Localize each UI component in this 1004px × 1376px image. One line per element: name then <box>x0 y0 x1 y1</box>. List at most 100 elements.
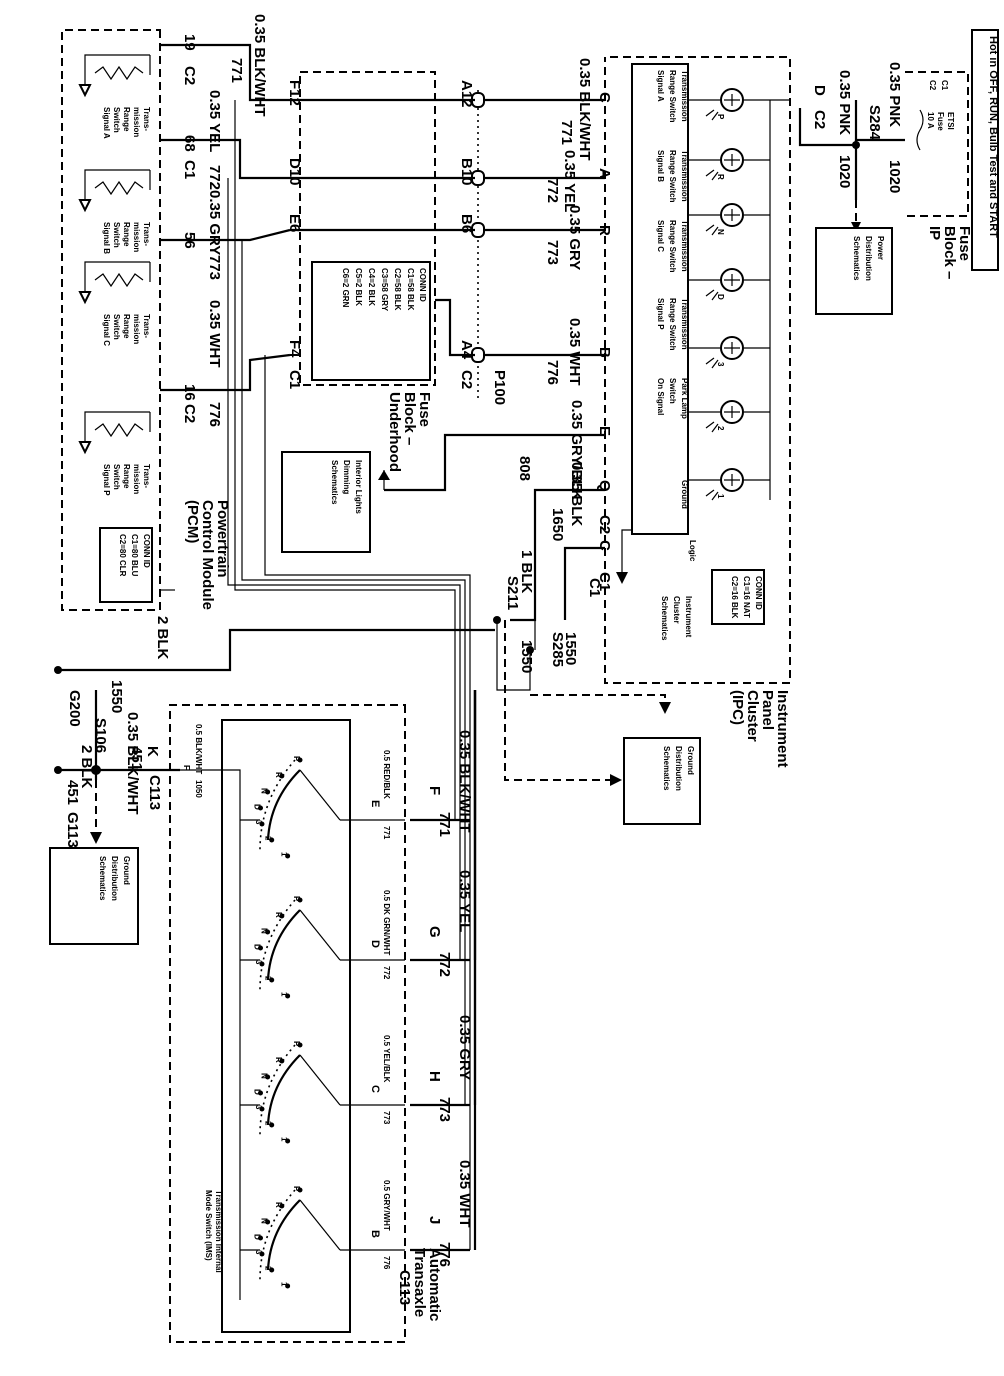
pcm-switch-label: Trans- <box>142 314 151 338</box>
wire-circuit-label: 773 <box>544 240 561 265</box>
svg-text:C1: C1 <box>586 578 603 597</box>
pcm-switch-label: mission <box>132 464 141 494</box>
pcm-switch-label: Switch <box>112 464 121 490</box>
pcm-conn-id-box <box>99 527 153 603</box>
svg-text:B6: B6 <box>458 214 475 233</box>
pcm-wire-circuit: 772 <box>206 165 223 190</box>
svg-text:G113: G113 <box>64 812 81 848</box>
ims-position-label: R <box>274 1202 283 1208</box>
pcm-switch-label: Trans- <box>142 107 151 131</box>
wire-circuit-label: 771 <box>558 120 575 145</box>
trans-wire-circuit: 772 <box>436 952 453 977</box>
ipc-signal-label: Transmission <box>680 298 689 350</box>
conn-id-row: C5=2 BLK <box>354 268 363 306</box>
fuse-block-ip-title-3: IP <box>926 226 943 240</box>
ims-contact-icon <box>299 769 341 821</box>
powertrain-control-module: Powertrain Control Module (PCM) Trans-mi… <box>61 29 303 611</box>
pcm-switch-label: Range <box>122 314 131 339</box>
svg-text:Instrument: Instrument <box>684 596 693 638</box>
ipc-signal-label: Range Switch <box>668 220 677 273</box>
lamp-label: 1 <box>716 494 725 499</box>
c113-pin: H <box>426 1071 443 1082</box>
ims-wire-circuit: 773 <box>382 1111 391 1125</box>
svg-text:F: F <box>182 765 191 770</box>
svg-text:D10: D10 <box>286 158 303 186</box>
feed-wire2-circuit: 1020 <box>836 155 853 188</box>
ims-position-label: 3 <box>254 1105 263 1110</box>
ims-position-label: 2 <box>264 976 273 981</box>
ipc-title-2: Panel <box>759 690 776 730</box>
pcm-wiring <box>54 43 671 786</box>
interior-lights-ref: Interior Lights Dimming Schematics <box>281 451 390 553</box>
pcm-wire-gauge: 0.35 WHT <box>206 300 223 368</box>
svg-text:C1=16 NAT: C1=16 NAT <box>742 576 751 618</box>
svg-text:C2=80 CLR: C2=80 CLR <box>118 534 127 577</box>
ims-position-label: 2 <box>264 1121 273 1126</box>
svg-text:Distribution: Distribution <box>864 236 873 281</box>
power-feed: 0.35 PNK 1020 0.35 PNK 1020 S284 D C2 <box>798 62 905 200</box>
wire-gauge-label: 0.35 WHT <box>566 318 583 386</box>
svg-text:CONN ID: CONN ID <box>418 268 427 302</box>
svg-text:Power: Power <box>876 236 885 260</box>
splice-s284: S284 <box>866 105 883 141</box>
svg-text:E: E <box>596 426 613 436</box>
feed-wire2-gauge: 0.35 PNK <box>836 70 853 135</box>
ipc-signal-label: Signal P <box>656 298 665 330</box>
svg-text:C2: C2 <box>181 66 198 85</box>
ipc-signal-label: Range Switch <box>668 150 677 203</box>
ims-contact-icon <box>299 1199 341 1251</box>
svg-text:Schematics: Schematics <box>98 856 107 901</box>
svg-text:Distribution: Distribution <box>110 856 119 901</box>
ims-position-label: N <box>260 928 269 934</box>
ims-position-label: R <box>274 1057 283 1063</box>
feed-wire1-gauge: 0.35 PNK <box>886 62 903 127</box>
wire-gauge-label: 0.35 BLK <box>568 462 585 526</box>
resistor-icon <box>94 180 144 196</box>
fuse-block-ip-title-1: Fuse <box>956 226 973 261</box>
ims-position-label: R <box>274 912 283 918</box>
ipc-wiring <box>384 98 605 622</box>
pcm-wire-gauge: 0.35 YEL <box>206 90 223 152</box>
ims-position-label: P <box>292 1041 301 1047</box>
resistor-icon <box>94 272 144 288</box>
svg-text:S285: S285 <box>549 632 566 667</box>
ground-distribution-mid: Ground Distribution Schematics <box>623 737 701 825</box>
ims-wire-gauge: 0.5 YEL/BLK <box>382 1035 391 1083</box>
ims-wire-gauge: 0.5 GRY/WHT <box>382 1180 391 1231</box>
power-note-text: Hot in OFF, RUN, Bulb Test and START <box>987 36 999 238</box>
svg-text:Block –: Block – <box>401 392 418 445</box>
svg-text:Ground: Ground <box>686 746 695 775</box>
svg-text:C1=80 BLU: C1=80 BLU <box>130 534 139 577</box>
svg-text:C: C <box>596 540 613 551</box>
fuse-c1: C1 <box>940 80 949 91</box>
ims-wire-gauge: 0.5 DK GRN/WHT <box>382 890 391 955</box>
splice-s284-icon <box>852 141 860 149</box>
fuse-block-ip: Fuse Block – IP ETSI Fuse 10 A C1 C2 <box>905 71 973 279</box>
fuse-name: ETSI <box>946 112 955 130</box>
conn-id-row: C3=58 GRY <box>380 268 389 312</box>
wire-gauge-label: 0.35 BLK/WHT <box>576 58 593 161</box>
fuse-symbol-icon <box>916 109 924 151</box>
pcm-switch-label: Range <box>122 107 131 132</box>
pcm-wire-gauge: 0.35 GRY <box>206 190 223 255</box>
ipc-signal-label: Signal C <box>656 220 665 252</box>
svg-text:K: K <box>144 746 161 757</box>
svg-text:Dimming: Dimming <box>342 460 351 494</box>
wire-circuit-label: 776 <box>544 360 561 385</box>
conn-id-row: C6=2 GRN <box>341 268 350 308</box>
pcm-wire-circuit: 773 <box>206 255 223 280</box>
svg-text:C113: C113 <box>396 1270 413 1305</box>
ipc-signal-label: Range Switch <box>668 298 677 351</box>
lamp-label: N <box>716 229 725 235</box>
ims-pin: D <box>369 940 381 948</box>
svg-text:Distribution: Distribution <box>674 746 683 791</box>
wire-gauge-label: 0.35 YEL <box>561 150 578 212</box>
ims-pin: E <box>369 800 381 807</box>
pcm-wire-circuit: 771 <box>228 58 245 83</box>
fuse-block-ip-title-2: Block – <box>941 226 958 279</box>
ims-position-label: 3 <box>254 1250 263 1255</box>
ipc-signal-label: Switch <box>668 378 677 404</box>
ipc-logic-label: Logic <box>688 540 697 562</box>
ims-position-label: D <box>252 804 261 810</box>
